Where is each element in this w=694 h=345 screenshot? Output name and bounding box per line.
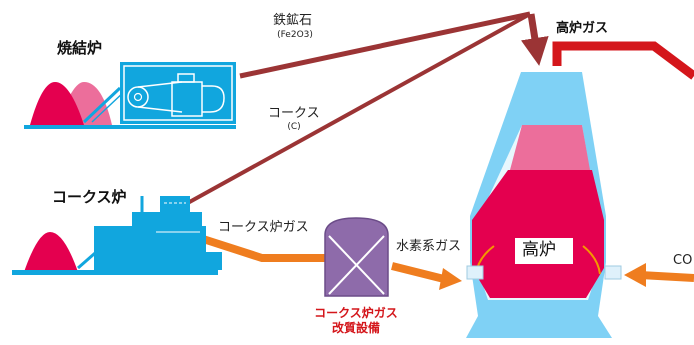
co-arrowhead xyxy=(624,263,646,287)
tuyere-left xyxy=(466,265,484,280)
sinter-plant-label: 焼結炉 xyxy=(57,39,103,57)
iron-ore-formula: (Fe2O3) xyxy=(277,30,313,40)
sinter-plant xyxy=(24,62,236,129)
blast-furnace-gas-label: 高炉ガス xyxy=(556,21,609,36)
hydrogen-gas-arrow xyxy=(391,262,449,284)
coke-pile xyxy=(24,232,78,272)
co-arrow xyxy=(639,271,694,282)
coke-oven-label: コークス炉 xyxy=(52,188,127,206)
coke-arrow xyxy=(174,12,531,212)
iron-ore-label: 鉄鉱石 xyxy=(273,13,313,28)
coke-oven-gas-label: コークス炉ガス xyxy=(218,220,309,235)
coke-label: コークス xyxy=(268,106,320,121)
co-label: CO xyxy=(673,253,693,268)
hydrogen-gas-arrowhead xyxy=(439,268,462,290)
reformer-label-line2: 改質設備 xyxy=(331,321,380,335)
coke-formula: (C) xyxy=(287,122,301,132)
tuyere-right xyxy=(604,265,622,280)
blast-furnace xyxy=(466,72,622,338)
blast-furnace-label: 高炉 xyxy=(522,240,556,260)
coke-oven-gas-arrow xyxy=(198,234,330,262)
reformer-unit xyxy=(324,217,389,297)
iron-ore-arrow xyxy=(239,11,531,79)
reformer-label-line1: コークス炉ガス xyxy=(314,306,398,320)
sinter-pile-red xyxy=(30,82,84,125)
feed-down-arrow xyxy=(520,13,549,66)
coke-oven xyxy=(12,196,222,275)
furnace-top-layer xyxy=(510,125,590,170)
furnace-label-box xyxy=(515,238,573,264)
hydrogen-gas-label: 水素系ガス xyxy=(396,239,462,254)
furnace-molten xyxy=(472,170,604,298)
furnace-base xyxy=(466,316,612,338)
furnace-gas-pipe xyxy=(552,41,694,80)
